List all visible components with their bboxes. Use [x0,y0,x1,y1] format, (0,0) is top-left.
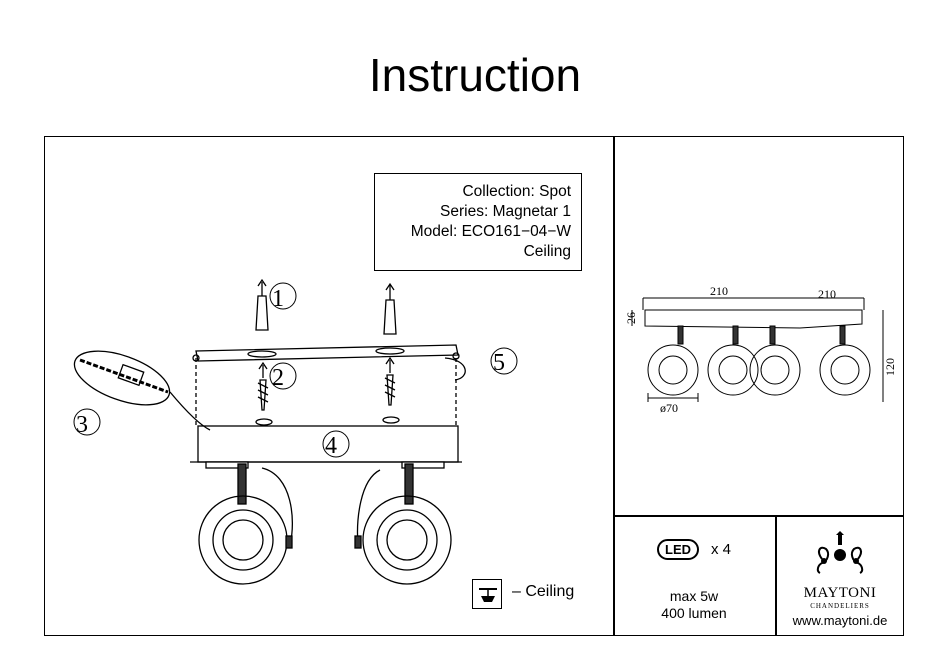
page-title: Instruction [368,49,582,101]
brand-tagline: CHANDELIERS [810,602,870,610]
divider [775,515,777,636]
model-label: Model: ECO161−04−W [410,223,571,240]
brand-name: MAYTONI [803,585,877,601]
lumen-label: 400 lumen [661,605,727,621]
divider [613,515,904,517]
type-label: Ceiling [523,243,571,260]
collection-label: Collection: Spot [462,183,571,200]
led-count: x 4 [710,541,731,558]
led-spec-panel: LED x 4 max 5w 400 lumen [613,515,775,636]
maytoni-logo-icon [816,531,864,574]
divider [613,136,615,636]
power-label: max 5w [669,588,719,604]
product-info-box: Collection: Spot Series: Magnetar 1 Mode… [374,173,582,271]
led-badge: LED [657,539,700,560]
brand-url: www.maytoni.de [792,613,888,628]
instruction-frame [44,136,904,636]
mounting-legend: – Ceiling [472,575,582,609]
series-label: Series: Magnetar 1 [440,203,571,220]
brand-panel: MAYTONI CHANDELIERS www.maytoni.de [776,515,904,636]
mounting-label: – Ceiling [512,583,575,600]
ceiling-mount-icon [472,579,502,609]
